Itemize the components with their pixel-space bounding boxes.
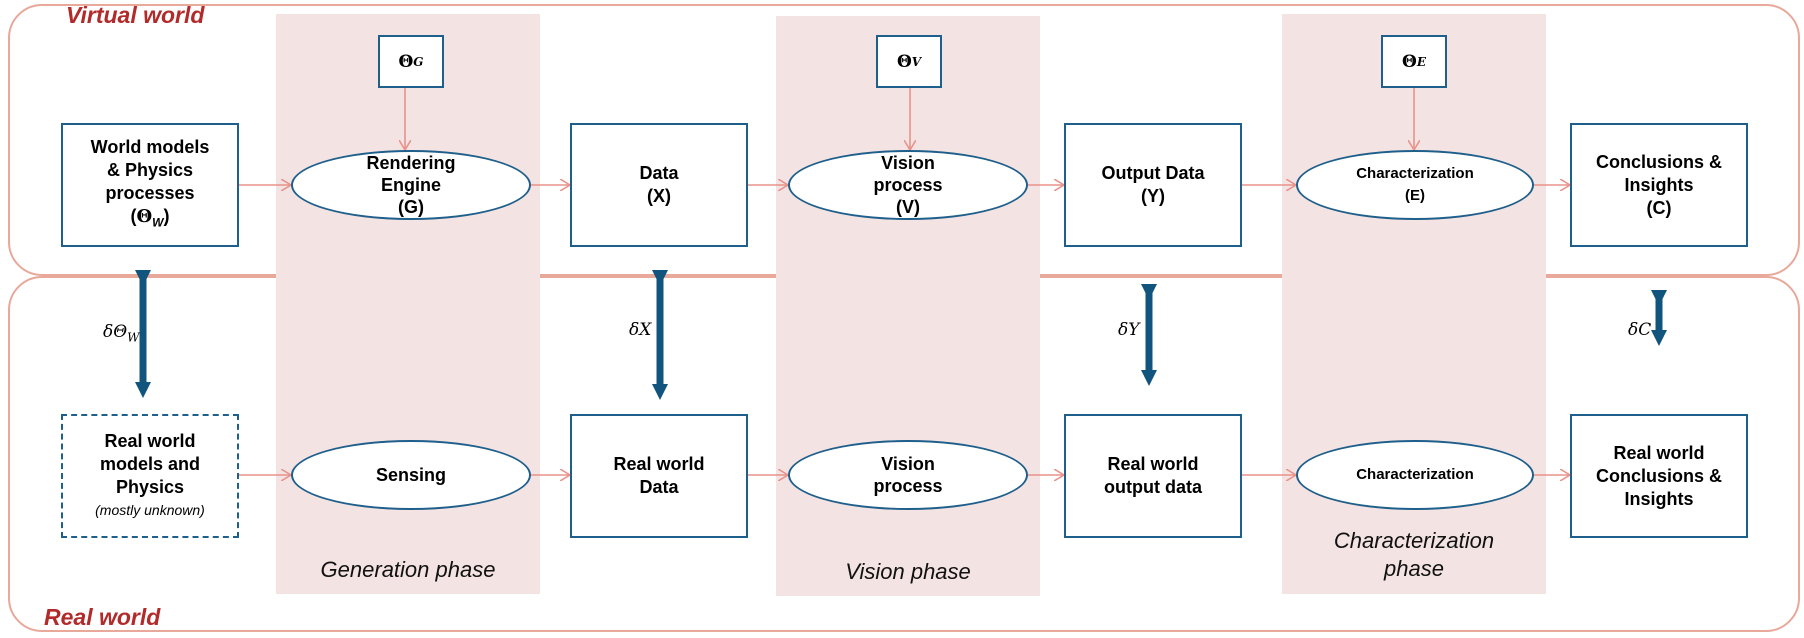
vision-phase-label: Vision phase bbox=[845, 559, 971, 584]
generation-phase-label: Generation phase bbox=[320, 557, 496, 582]
world-models-symbol-line: (ΘW) bbox=[130, 205, 170, 230]
world-models-sub: W bbox=[152, 215, 164, 230]
theta-e-sub: E bbox=[1416, 54, 1426, 69]
real-world-data-box: Real world Data bbox=[570, 414, 748, 538]
data-box: Data (X) bbox=[570, 123, 748, 247]
characterization-ellipse: Characterization (E) bbox=[1296, 150, 1534, 220]
real-world-models-label: Real world models and Physics bbox=[99, 431, 201, 497]
theta-v-symbol: Θ bbox=[896, 51, 912, 72]
real-characterization-ellipse: Characterization bbox=[1296, 440, 1534, 510]
theta-g-sub: G bbox=[413, 54, 424, 69]
conclusions-box: Conclusions & Insights (C) bbox=[1570, 123, 1748, 247]
real-world-models-note: (mostly unknown) bbox=[95, 502, 205, 518]
rendering-engine-ellipse: Rendering Engine (G) bbox=[291, 150, 531, 220]
sensing-ellipse: Sensing bbox=[291, 440, 531, 510]
theta-v-sub: V bbox=[911, 54, 922, 69]
output-data-box: Output Data (Y) bbox=[1064, 123, 1242, 247]
characterization-phase-label: Characterization phase bbox=[1333, 528, 1495, 581]
theta-g-symbol: Θ bbox=[398, 51, 414, 72]
real-world-output-box: Real world output data bbox=[1064, 414, 1242, 538]
world-models-label: World models & Physics processes bbox=[90, 136, 210, 203]
vision-process-ellipse: Vision process (V) bbox=[788, 150, 1028, 220]
world-models-theta: Θ bbox=[136, 205, 153, 227]
delta-c-label: δC bbox=[1628, 320, 1652, 340]
real-world-label: Real world bbox=[44, 604, 161, 630]
virtual-world-label: Virtual world bbox=[66, 2, 205, 28]
theta-e-symbol: Θ bbox=[1402, 51, 1417, 72]
real-world-models-box: Real world models and Physics (mostly un… bbox=[61, 414, 239, 538]
delta-theta-w-label: δΘW bbox=[103, 322, 140, 344]
delta-theta-w-prefix: δΘ bbox=[103, 322, 128, 342]
delta-x-label: δX bbox=[629, 320, 652, 340]
delta-y-label: δY bbox=[1118, 320, 1140, 340]
real-world-conclusions-box: Real world Conclusions & Insights bbox=[1570, 414, 1748, 538]
real-vision-process-ellipse: Vision process bbox=[788, 440, 1028, 510]
delta-theta-w-sub: W bbox=[127, 330, 140, 345]
world-models-box: World models & Physics processes (ΘW) bbox=[61, 123, 239, 247]
